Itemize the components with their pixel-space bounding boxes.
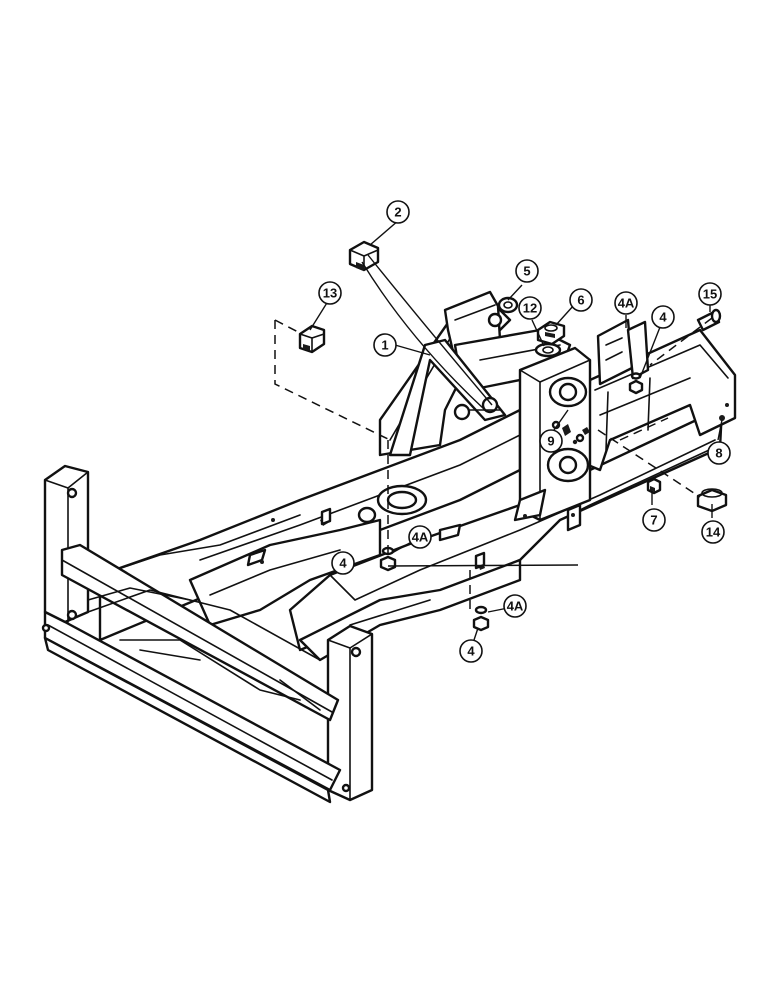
- loose-parts: [298, 240, 728, 632]
- callout-14-label: 14: [706, 525, 721, 540]
- callout-12: 12: [518, 296, 542, 320]
- callout-2: 2: [386, 200, 410, 224]
- callout-5: 5: [515, 259, 539, 283]
- callout-13-label: 13: [323, 286, 337, 301]
- callout-4A-rear-label: 4A: [618, 296, 635, 311]
- callout-12-label: 12: [523, 301, 537, 316]
- part-14-bushing: [696, 488, 728, 513]
- lift-arm: [388, 338, 507, 457]
- callout-8-label: 8: [715, 446, 722, 461]
- rear-bracket-plate-2: [626, 320, 650, 380]
- part-4-nut-rear: [628, 372, 644, 395]
- callout-4A-upper: 4A: [408, 525, 432, 549]
- callout-4A-lower-label: 4A: [507, 599, 524, 614]
- callout-7: 7: [642, 508, 666, 532]
- callout-5-label: 5: [523, 264, 530, 279]
- callout-9: 9: [539, 429, 563, 453]
- callout-7-label: 7: [650, 513, 657, 528]
- front-slope-plate: [188, 518, 382, 627]
- callout-15: 15: [698, 282, 722, 306]
- part-13-plug: [298, 324, 326, 354]
- callout-9-label: 9: [547, 434, 554, 449]
- callout-4-lower: 4: [459, 639, 483, 663]
- callouts: 1 2 4 4 4 4A 4A 4A: [318, 200, 731, 663]
- part-12-bushing: [534, 342, 562, 358]
- callout-4-rear: 4: [651, 305, 675, 329]
- callout-4-upper-label: 4: [339, 556, 347, 571]
- callout-4A-lower: 4A: [503, 594, 527, 618]
- callout-8: 8: [707, 441, 731, 465]
- callout-6-label: 6: [577, 293, 584, 308]
- callout-4A-upper-label: 4A: [412, 530, 429, 545]
- frame-assembly: [41, 290, 737, 804]
- callout-15-label: 15: [703, 287, 717, 302]
- front-left-post: [43, 464, 90, 624]
- callout-14: 14: [701, 520, 725, 544]
- part-5-washer: [497, 296, 519, 314]
- leader-lines: [274, 219, 723, 641]
- callout-4-upper: 4: [331, 551, 355, 575]
- callout-6: 6: [569, 288, 593, 312]
- part-4-nut-lower: [472, 605, 490, 632]
- part-2-plug: [348, 240, 380, 272]
- callout-4-rear-label: 4: [659, 310, 667, 325]
- part-7-fitting: [646, 477, 662, 495]
- callout-4A-rear: 4A: [614, 291, 638, 315]
- callout-2-label: 2: [394, 205, 401, 220]
- front-bumper-lower: [43, 610, 342, 792]
- callout-4-lower-label: 4: [467, 644, 475, 659]
- callout-1: 1: [373, 333, 397, 357]
- callout-1-label: 1: [381, 338, 388, 353]
- callout-13: 13: [318, 281, 342, 305]
- part-6-fitting: [536, 320, 566, 346]
